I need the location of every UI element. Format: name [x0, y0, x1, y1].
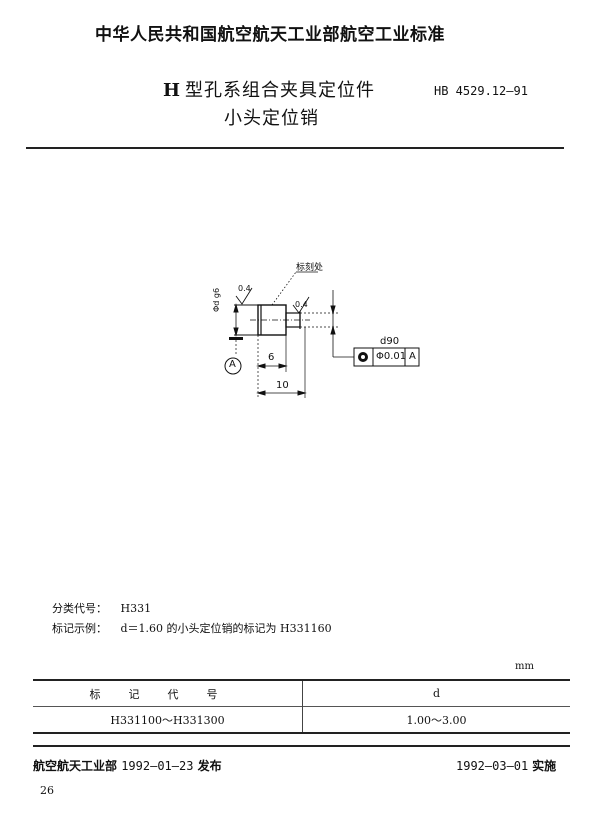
header-rule	[26, 147, 564, 149]
table-row: H331100～H331300 1.00～3.00	[33, 706, 570, 733]
header-marking-code-text: 标记代号	[89, 687, 246, 701]
cell-code-range: H331100～H331300	[33, 706, 303, 733]
organization-header: 中华人民共和国航空航天工业部航空工业标准	[95, 25, 445, 45]
roughness-right-value: 0.4	[295, 300, 308, 309]
title-line-1: 型孔系组合夹具定位件	[185, 80, 376, 101]
page-number: 26	[40, 784, 54, 797]
tolerance-value: Φ0.01	[376, 351, 407, 362]
issue-info: 航空航天工业部 1992—01—23 发布	[33, 757, 222, 774]
marking-example-label: 标记示例：	[52, 622, 107, 635]
unit-label: mm	[515, 661, 534, 672]
standard-number: HB 4529.12—91	[434, 84, 528, 98]
pin-drawing-svg	[224, 271, 420, 398]
footer-rule	[33, 745, 570, 747]
marking-example-value: d＝1.60 的小头定位销的标记为 H331160	[120, 622, 332, 635]
issue-date: 1992—01—23	[121, 759, 194, 773]
cell-d-range: 1.00～3.00	[406, 713, 467, 727]
dimension-10: 10	[276, 380, 289, 391]
effective-suffix: 实施	[532, 759, 557, 773]
classification-value: H331	[120, 602, 152, 615]
header-marking-code: 标记代号	[33, 680, 303, 707]
title-prefix: H	[163, 80, 182, 101]
spec-table: 标记代号 d H331100～H331300 1.00～3.00	[33, 679, 570, 734]
effective-date: 1992—03—01	[456, 759, 529, 773]
effective-info: 1992—03—01 实施	[456, 757, 556, 774]
marking-location-label: 标刻处	[296, 263, 324, 273]
marking-example-row: 标记示例： d＝1.60 的小头定位销的标记为 H331160	[52, 620, 332, 636]
header-d: d	[432, 687, 441, 700]
tolerance-datum: A	[409, 351, 416, 362]
table-header-row: 标记代号 d	[33, 680, 570, 707]
dimension-6: 6	[268, 352, 275, 363]
technical-drawing: 标刻处 0.4 0.4 Φd g6 A 6 10 d90 Φ0.01 A	[212, 263, 420, 398]
classification-row: 分类代号： H331	[52, 600, 151, 616]
document-subtitle: 小头定位销	[224, 108, 319, 129]
issuer: 航空航天工业部	[33, 759, 118, 773]
roughness-left-value: 0.4	[238, 284, 251, 293]
tolerance-above-label: d90	[380, 336, 400, 347]
concentricity-icon	[358, 352, 368, 362]
diameter-label: Φd g6	[212, 287, 221, 312]
datum-a-label: A	[229, 359, 236, 370]
classification-label: 分类代号：	[52, 602, 107, 615]
issue-suffix: 发布	[197, 759, 222, 773]
